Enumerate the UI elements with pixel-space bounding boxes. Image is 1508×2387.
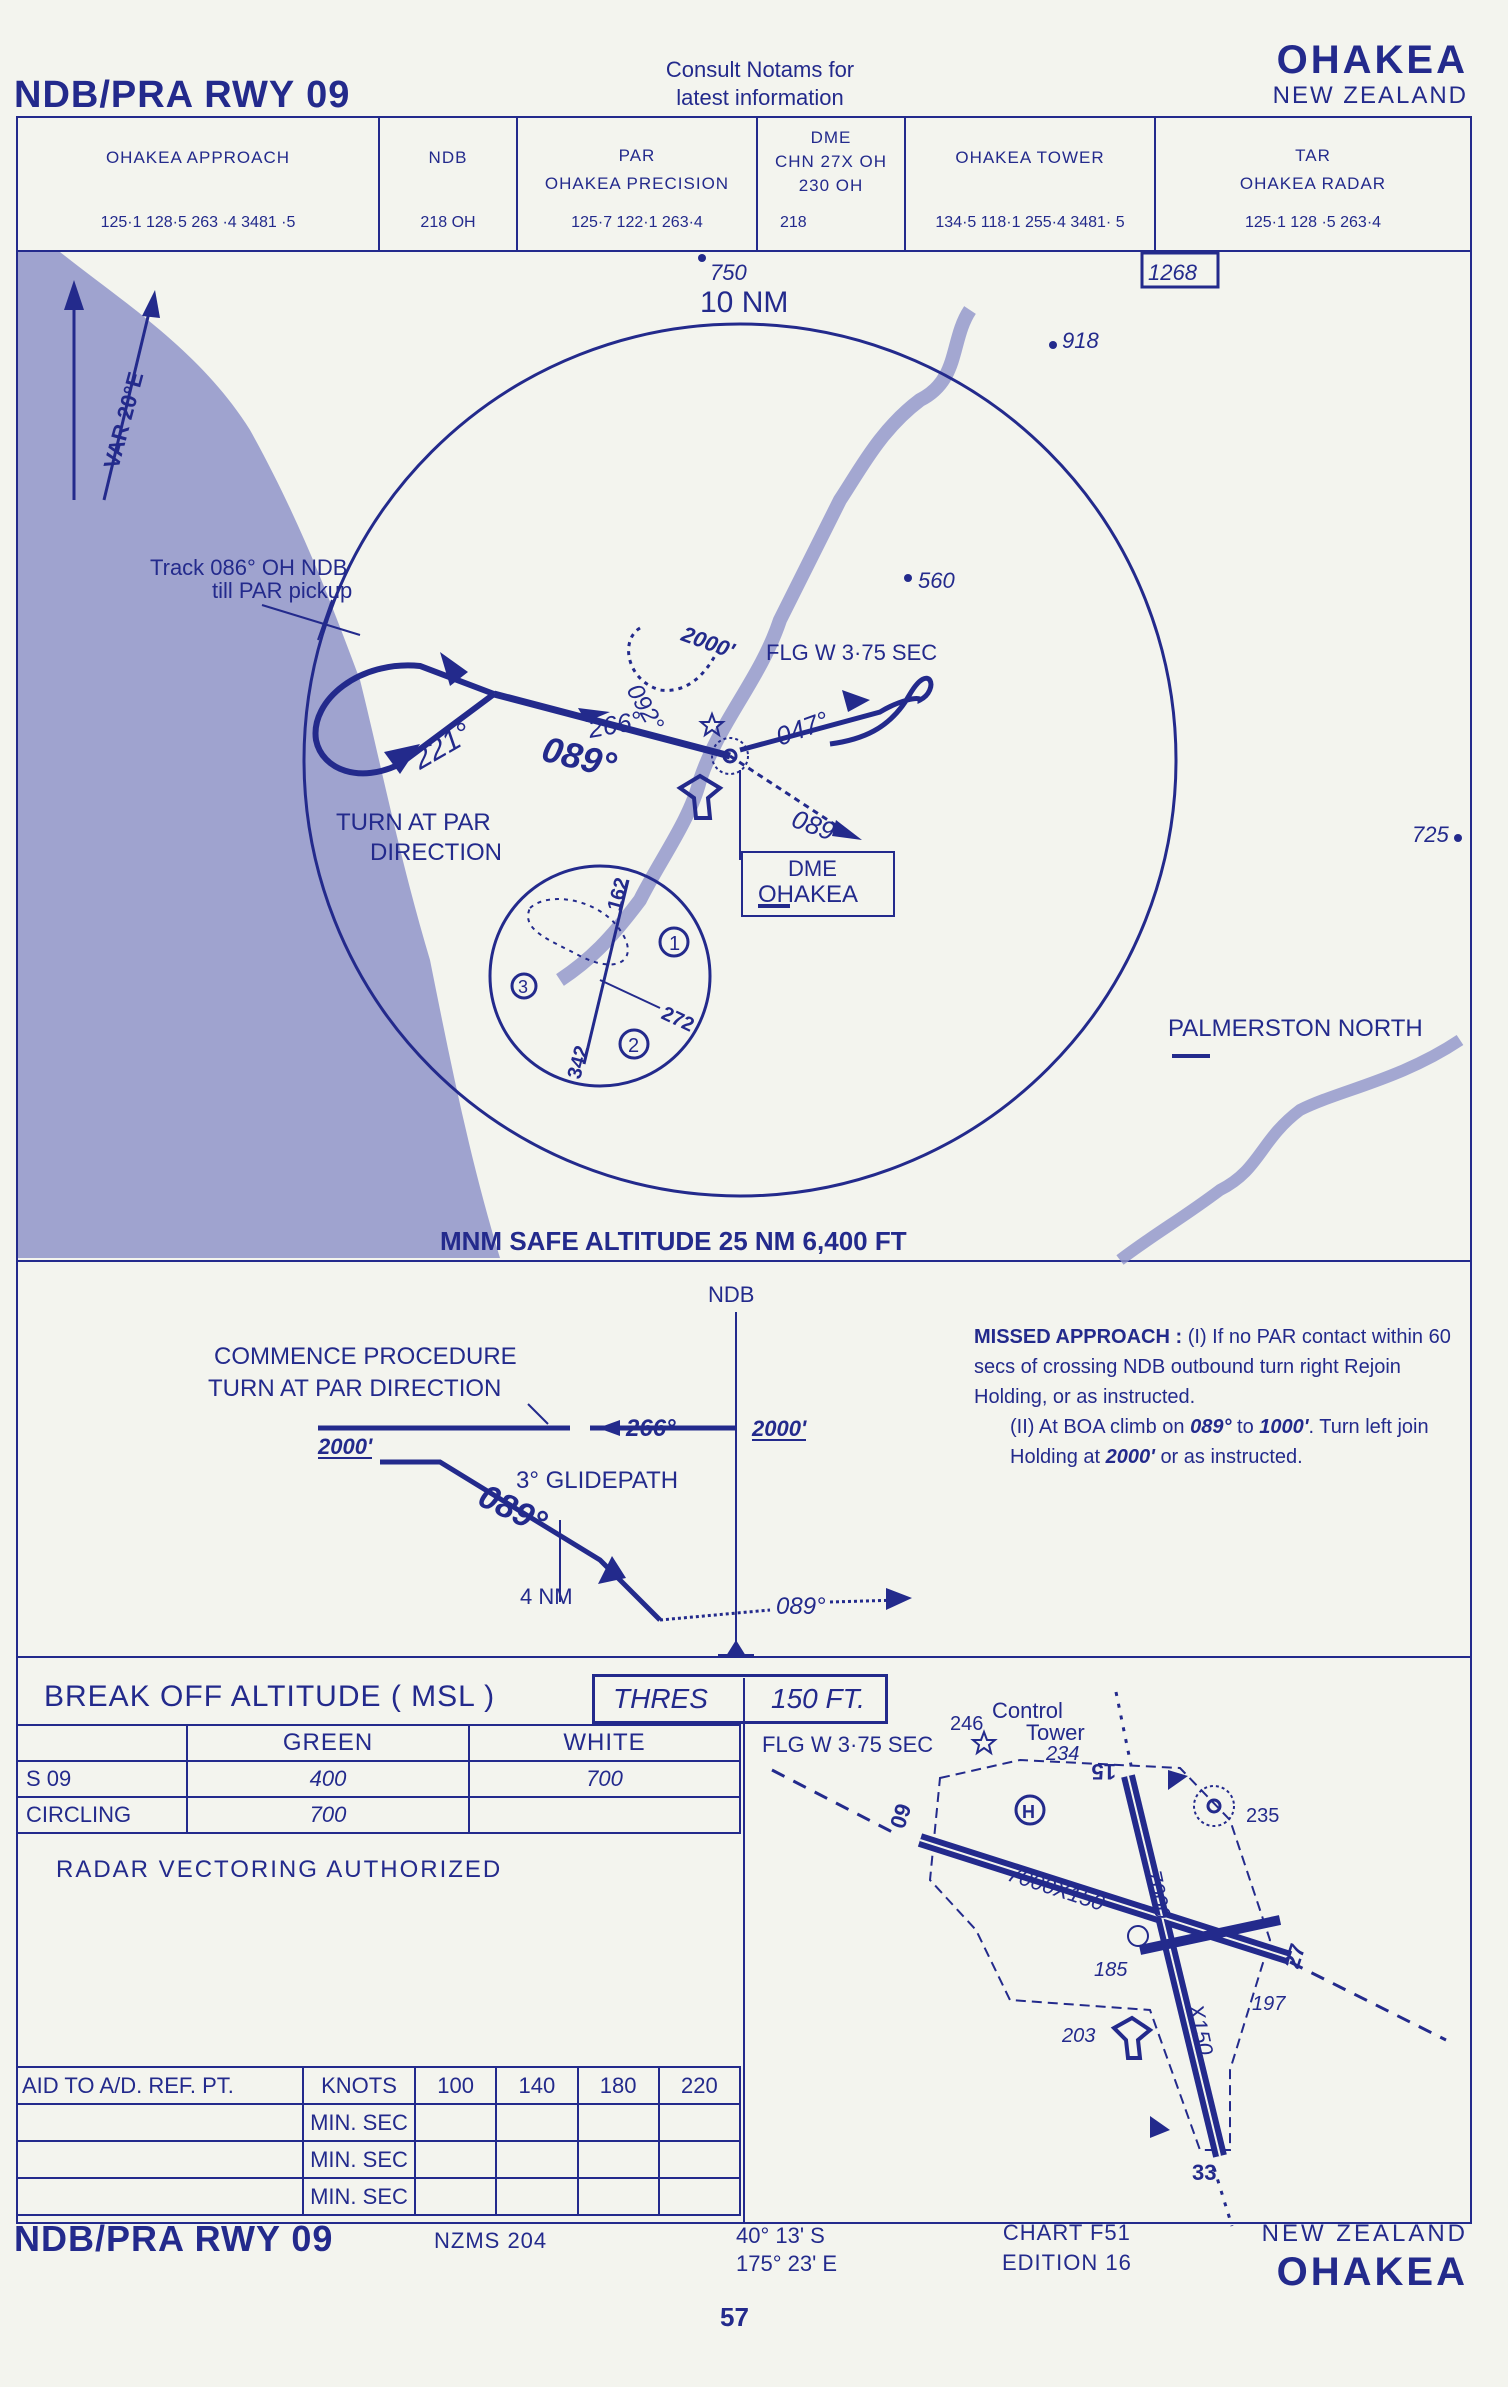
- footer-map-ref: NZMS 204: [434, 2228, 548, 2253]
- river-north: [556, 306, 977, 986]
- holding-entry-inset: [488, 864, 712, 1088]
- dme-box-line1: DME: [788, 856, 837, 881]
- profile-hdg-089-ma: 089°: [776, 1593, 826, 1620]
- footer-country: NEW ZEALAND: [1261, 2220, 1468, 2247]
- chart-title: NDB/PRA RWY 09: [14, 74, 351, 116]
- profile-hdg-266: 266°: [625, 1415, 676, 1442]
- table-row: MIN. SEC: [16, 2177, 742, 2216]
- frequency-strip: OHAKEA APPROACH 125·1 128·5 263 ·4 3481 …: [16, 116, 1472, 252]
- inbound-track: [493, 690, 731, 760]
- glidepath-label: 3° GLIDEPATH: [516, 1467, 678, 1494]
- ad-spot-234: 234: [1045, 1743, 1079, 1765]
- freq-ndb: NDB 218 OH: [380, 118, 518, 252]
- range-ring: [302, 322, 1178, 1198]
- freq-tower: OHAKEA TOWER 134·5 118·1 255·4 3481· 5: [906, 118, 1156, 252]
- spot-height-750: 750: [710, 260, 747, 285]
- turn-note-line2: DIRECTION: [370, 839, 502, 866]
- holding-pattern: [312, 652, 496, 777]
- river-south: [1116, 1035, 1464, 1265]
- runway-27-label: 27: [1279, 1941, 1310, 1972]
- control-tower-line2: Tower: [1026, 1720, 1085, 1745]
- footer-coordinates: 40° 13' S 175° 23' E: [736, 2223, 838, 2276]
- footer-title: NDB/PRA RWY 09: [14, 2218, 334, 2259]
- profile-alt-right: 2000': [751, 1416, 807, 1441]
- inset-num-1: 1: [669, 933, 680, 955]
- profile-ndb-label: NDB: [708, 1282, 754, 1307]
- aerodrome-symbol-icon: [676, 773, 724, 820]
- minima-aerodrome-divider: [743, 1678, 745, 2222]
- runway-09-label: 09: [885, 1801, 916, 1832]
- runway-main-dims: 7000X150: [1004, 1861, 1108, 1916]
- ad-dme-icon: [1127, 1925, 1149, 1947]
- freq-tar: TAR OHAKEA RADAR 125·1 128 ·5 263·4: [1239, 146, 1387, 231]
- spot-height-1268: 1268: [1148, 260, 1198, 285]
- profile-alt-left: 2000': [317, 1434, 373, 1459]
- freq-par: PAR OHAKEA PRECISION 125·7 122·1 263·4: [518, 118, 758, 252]
- outbound-leg: [739, 675, 934, 753]
- table-row: S 09 400 700: [16, 1760, 741, 1798]
- profile-distance: 4 NM: [520, 1584, 573, 1609]
- ad-light-label: FLG W 3·75 SEC: [762, 1732, 933, 1757]
- runway-33-label: 33: [1192, 2160, 1216, 2185]
- spot-height-725: 725: [1412, 822, 1449, 847]
- ad-ndb-icon: [1193, 1785, 1235, 1827]
- turn-note-line1: TURN AT PAR: [336, 809, 491, 836]
- minima-table: GREEN WHITE S 09 400 700 CIRCLING 700: [16, 1724, 741, 1834]
- timing-table: AID TO A/D. REF. PT. KNOTS 100 140 180 2…: [16, 2066, 742, 2216]
- aerodrome-name: OHAKEA: [1276, 38, 1468, 82]
- commence-line2: TURN AT PAR DIRECTION: [208, 1375, 501, 1402]
- range-label: 10 NM: [700, 286, 788, 319]
- col-white: WHITE: [468, 1724, 741, 1762]
- radar-vectoring-note: RADAR VECTORING AUTHORIZED: [56, 1856, 503, 1883]
- footer-place: OHAKEA: [1276, 2250, 1468, 2294]
- ad-spot-246: 246: [950, 1713, 983, 1735]
- page-number: 57: [720, 2302, 749, 2332]
- control-tower-line1: Control: [992, 1698, 1063, 1723]
- msa-label: MNM SAFE ALTITUDE 25 NM 6,400 FT: [440, 1226, 907, 1256]
- table-row: MIN. SEC: [16, 2140, 742, 2179]
- commence-line1: COMMENCE PROCEDURE: [214, 1343, 517, 1370]
- plan-profile-divider: [18, 1260, 1470, 1262]
- light-label: FLG W 3·75 SEC: [766, 640, 937, 665]
- spot-height-918: 918: [1062, 328, 1099, 353]
- table-row: MIN. SEC: [16, 2103, 742, 2142]
- table-row: CIRCLING 700: [16, 1796, 741, 1834]
- ad-light-star-icon: [970, 1729, 998, 1756]
- notams-note: Consult Notams for latest information: [665, 57, 855, 110]
- dme-box-line2: OHAKEA: [758, 881, 858, 908]
- ndb-symbol-icon: [711, 737, 749, 775]
- runway-15-label: 15: [1092, 1759, 1116, 1784]
- inset-num-3: 3: [518, 977, 528, 997]
- town-palmerston-north: PALMERSTON NORTH: [1168, 1015, 1423, 1042]
- missed-approach-text: MISSED APPROACH : (I) If no PAR contact …: [974, 1326, 1451, 1468]
- track-note-line2: till PAR pickup: [212, 578, 352, 603]
- ad-spot-235: 235: [1246, 1805, 1279, 1827]
- break-off-altitude-title: BREAK OFF ALTITUDE ( MSL ): [44, 1680, 496, 1713]
- inset-num-2: 2: [628, 1035, 639, 1057]
- footer-chart-id: CHART F51 EDITION 16: [1002, 2220, 1132, 2275]
- track-note-line1: Track 086° OH NDB: [150, 555, 347, 580]
- ad-spot-197: 197: [1252, 1993, 1286, 2015]
- country-name: NEW ZEALAND: [1272, 82, 1468, 109]
- svg-text:H: H: [1022, 1802, 1035, 1822]
- ad-spot-185: 185: [1094, 1959, 1128, 1981]
- north-arrow-icon: [64, 280, 160, 501]
- col-green: GREEN: [186, 1724, 470, 1762]
- helipad-icon: [1014, 1794, 1046, 1826]
- spot-height-560: 560: [918, 568, 955, 593]
- light-star-icon: [698, 711, 726, 738]
- freq-dme: DME CHN 27X OH 230 OH 218: [758, 118, 906, 252]
- threshold-box: THRES 150 FT.: [592, 1674, 888, 1724]
- ad-spot-203: 203: [1061, 2025, 1095, 2047]
- freq-approach: OHAKEA APPROACH 125·1 128·5 263 ·4 3481 …: [18, 118, 380, 252]
- ad-aerodrome-symbol-icon: [1110, 2015, 1154, 2060]
